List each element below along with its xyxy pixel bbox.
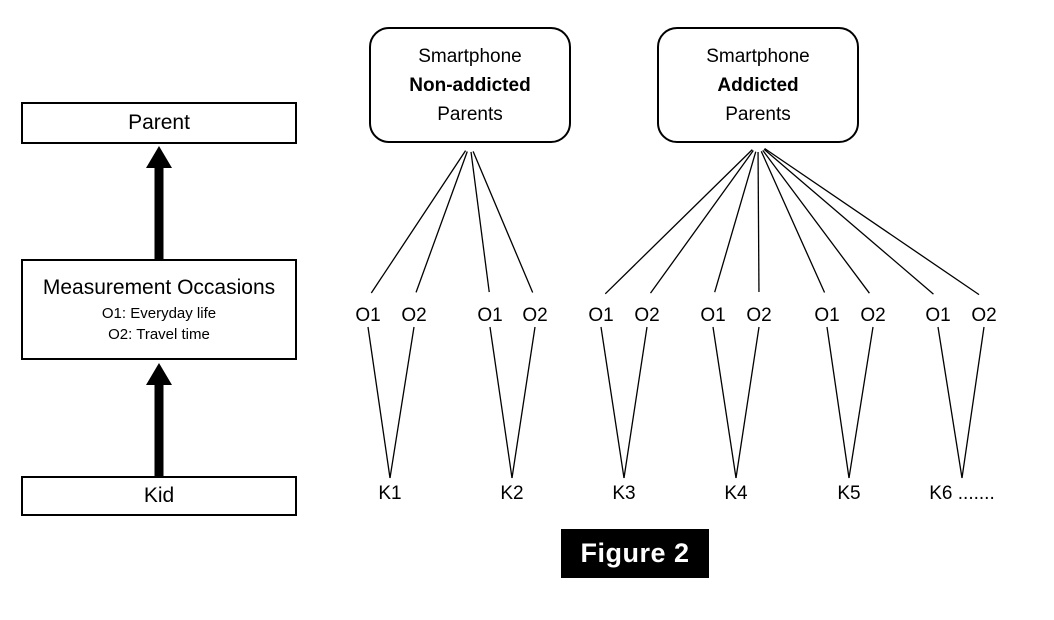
fan-line-addicted-8 xyxy=(760,151,826,293)
fan-line-addicted-10 xyxy=(763,148,934,295)
kid-label-k1: K1 xyxy=(378,483,402,504)
level-box-parent: Parent xyxy=(21,102,297,144)
v-line-left-k4 xyxy=(712,326,737,479)
occasion-label-nonaddicted-k1-o2: O2 xyxy=(401,305,427,326)
v-line-right-k3 xyxy=(623,326,648,479)
v-line-left-k6 xyxy=(937,326,963,479)
kid-label-k5: K5 xyxy=(837,483,861,504)
fan-line-addicted-11 xyxy=(764,147,980,296)
v-line-right-k4 xyxy=(735,326,760,479)
fan-line-addicted-4 xyxy=(604,149,753,295)
fan-line-addicted-7 xyxy=(757,151,760,293)
group-node-addicted: Smartphone Addicted Parents xyxy=(657,27,859,143)
group-node-nonaddicted-line-2: Non-addicted xyxy=(409,74,531,96)
occasion-label-addicted-k6-o1: O1 xyxy=(925,305,951,326)
fan-line-nonaddicted-0 xyxy=(370,150,467,294)
occasion-label-addicted-k6-o2: O2 xyxy=(971,305,997,326)
v-line-right-k2 xyxy=(511,326,536,479)
v-line-left-k2 xyxy=(489,326,513,479)
v-line-right-k1 xyxy=(389,326,415,479)
level-box-kid: Kid xyxy=(21,476,297,516)
occasion-label-addicted-k5-o1: O1 xyxy=(814,305,840,326)
occasion-label-addicted-k3-o1: O1 xyxy=(588,305,614,326)
fan-line-nonaddicted-1 xyxy=(415,151,468,293)
group-node-nonaddicted: Smartphone Non-addicted Parents xyxy=(369,27,571,143)
kid-label-k6: K6 ....... xyxy=(929,483,995,504)
v-line-left-k3 xyxy=(600,326,625,479)
group-node-addicted-line-3: Parents xyxy=(725,103,791,125)
group-node-nonaddicted-line-3: Parents xyxy=(437,103,503,125)
level-box-measurement-occasions: Measurement Occasions O1: Everyday life … xyxy=(21,259,297,360)
occasion-label-nonaddicted-k2-o1: O1 xyxy=(477,305,503,326)
arrow-measurement-to-parent-head xyxy=(146,146,172,168)
level-box-parent-title: Parent xyxy=(128,111,190,134)
group-node-nonaddicted-line-1: Smartphone xyxy=(418,45,522,67)
kid-label-k4: K4 xyxy=(724,483,748,504)
occasion-label-addicted-k5-o2: O2 xyxy=(860,305,886,326)
v-line-left-k1 xyxy=(367,326,391,479)
occasion-label-addicted-k4-o1: O1 xyxy=(700,305,726,326)
level-box-measurement-occasions-title: Measurement Occasions xyxy=(42,275,276,299)
group-node-addicted-line-2: Addicted xyxy=(717,74,799,96)
fan-line-addicted-5 xyxy=(649,150,754,294)
occasion-label-addicted-k4-o2: O2 xyxy=(746,305,772,326)
fan-line-nonaddicted-3 xyxy=(472,151,534,293)
occasion-label-addicted-k3-o2: O2 xyxy=(634,305,660,326)
figure-caption-badge: Figure 2 xyxy=(561,529,709,578)
fan-line-addicted-6 xyxy=(714,151,757,293)
arrow-kid-to-measurement-head xyxy=(146,363,172,385)
level-box-measurement-occasions-subline-2: O2: Travel time xyxy=(108,325,210,343)
kid-label-k2: K2 xyxy=(500,483,524,504)
v-line-right-k5 xyxy=(848,326,874,479)
group-node-addicted-line-1: Smartphone xyxy=(706,45,810,67)
level-box-kid-title: Kid xyxy=(143,484,175,507)
v-line-right-k6 xyxy=(961,326,985,479)
level-box-measurement-occasions-subline-1: O1: Everyday life xyxy=(101,304,217,322)
figure-caption-text: Figure 2 xyxy=(580,538,690,568)
occasion-label-nonaddicted-k1-o1: O1 xyxy=(355,305,381,326)
v-line-left-k5 xyxy=(826,326,850,479)
fan-line-addicted-9 xyxy=(762,150,870,294)
occasion-label-nonaddicted-k2-o2: O2 xyxy=(522,305,548,326)
fan-line-nonaddicted-2 xyxy=(470,151,490,293)
kid-label-k3: K3 xyxy=(612,483,636,504)
